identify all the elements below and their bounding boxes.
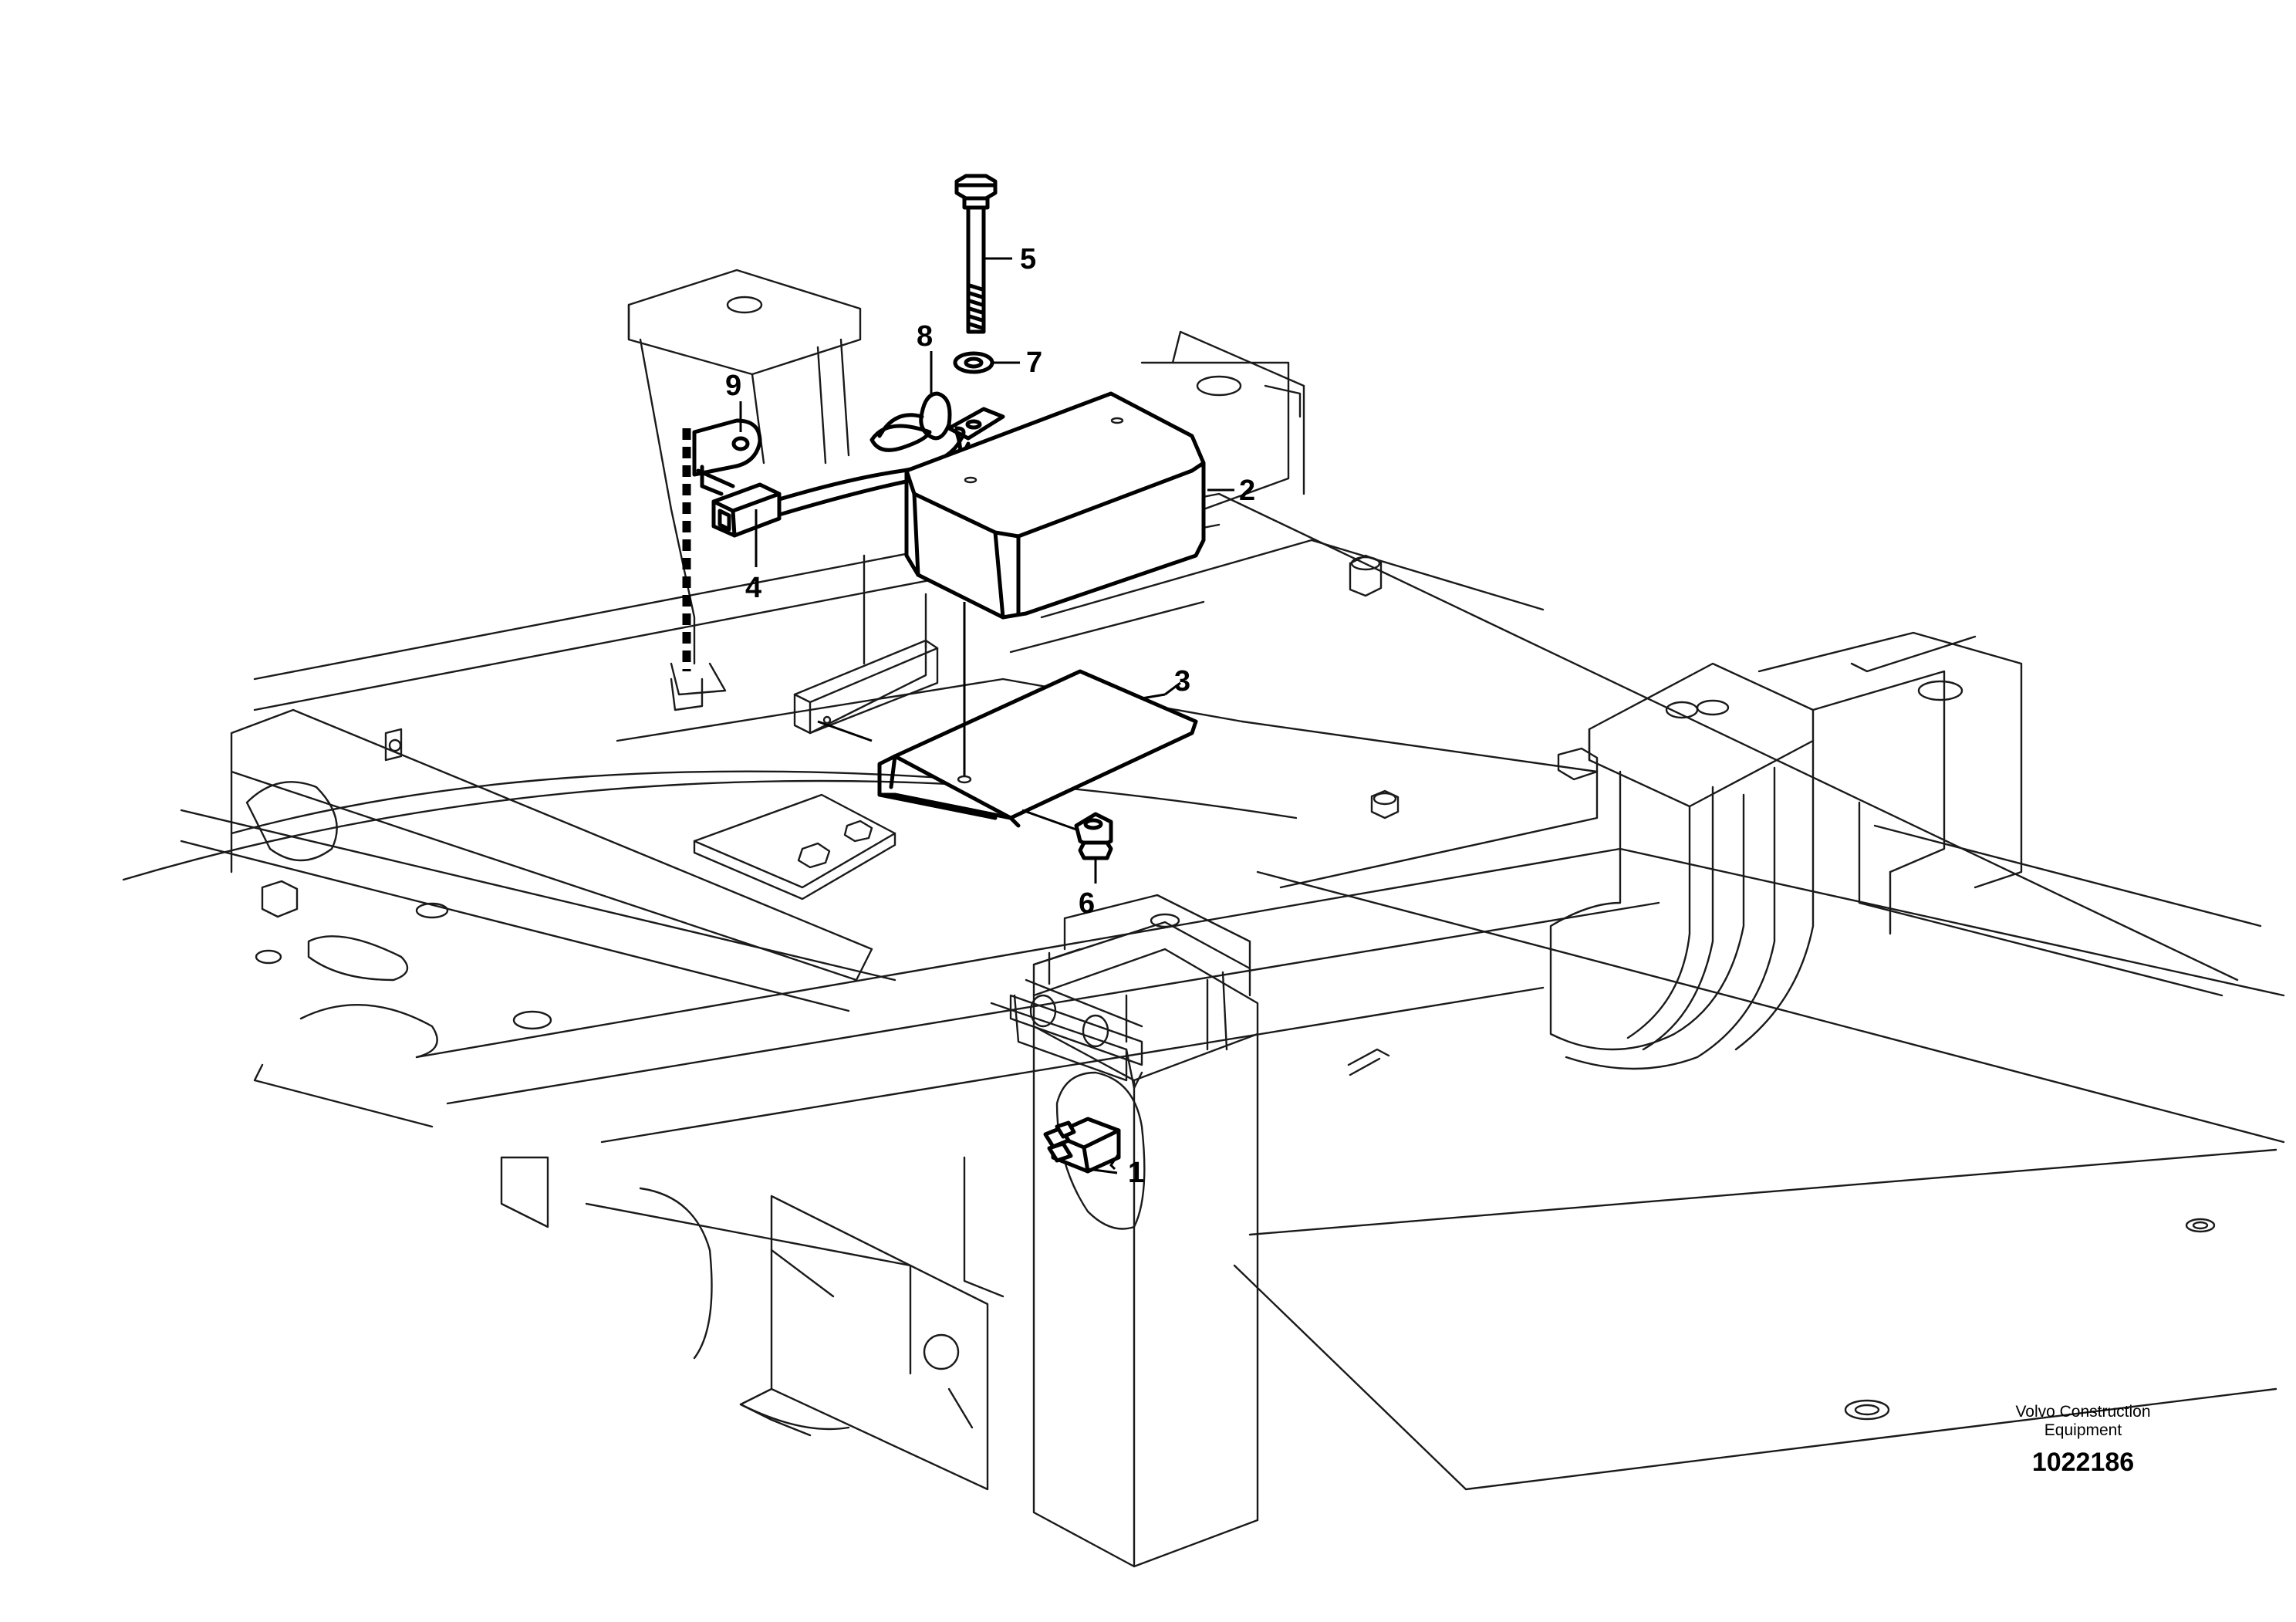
callout-8: 8 (917, 320, 933, 353)
part-6-bolt (1021, 809, 1113, 860)
part-5-bolt (954, 174, 998, 334)
callout-3: 3 (1174, 665, 1190, 698)
part-1-relay (1043, 1117, 1121, 1174)
credit-line-1: Volvo Construction (2015, 1403, 2151, 1421)
part-3-bracket (817, 602, 1198, 828)
part-4-connector (711, 482, 782, 538)
callout-9: 9 (725, 370, 741, 402)
callout-4: 4 (745, 572, 761, 604)
callout-7: 7 (1026, 346, 1042, 379)
callout-6: 6 (1079, 887, 1095, 920)
callout-2: 2 (1239, 475, 1255, 507)
callout-labels: 1 2 3 4 5 6 7 8 9 (725, 243, 1255, 1189)
part-7-washer (953, 351, 994, 374)
machine-frame (122, 269, 2285, 1568)
part-2-control-box (904, 391, 1206, 620)
manufacturer-credit: Volvo Construction Equipment (1983, 1403, 2183, 1440)
credit-line-2: Equipment (2044, 1421, 2122, 1439)
callout-1: 1 (1128, 1157, 1144, 1189)
document-number: 1022186 (2031, 1448, 2135, 1477)
callout-5: 5 (1020, 243, 1036, 275)
part-9-strap (682, 418, 762, 671)
leader-lines (739, 257, 1234, 1174)
